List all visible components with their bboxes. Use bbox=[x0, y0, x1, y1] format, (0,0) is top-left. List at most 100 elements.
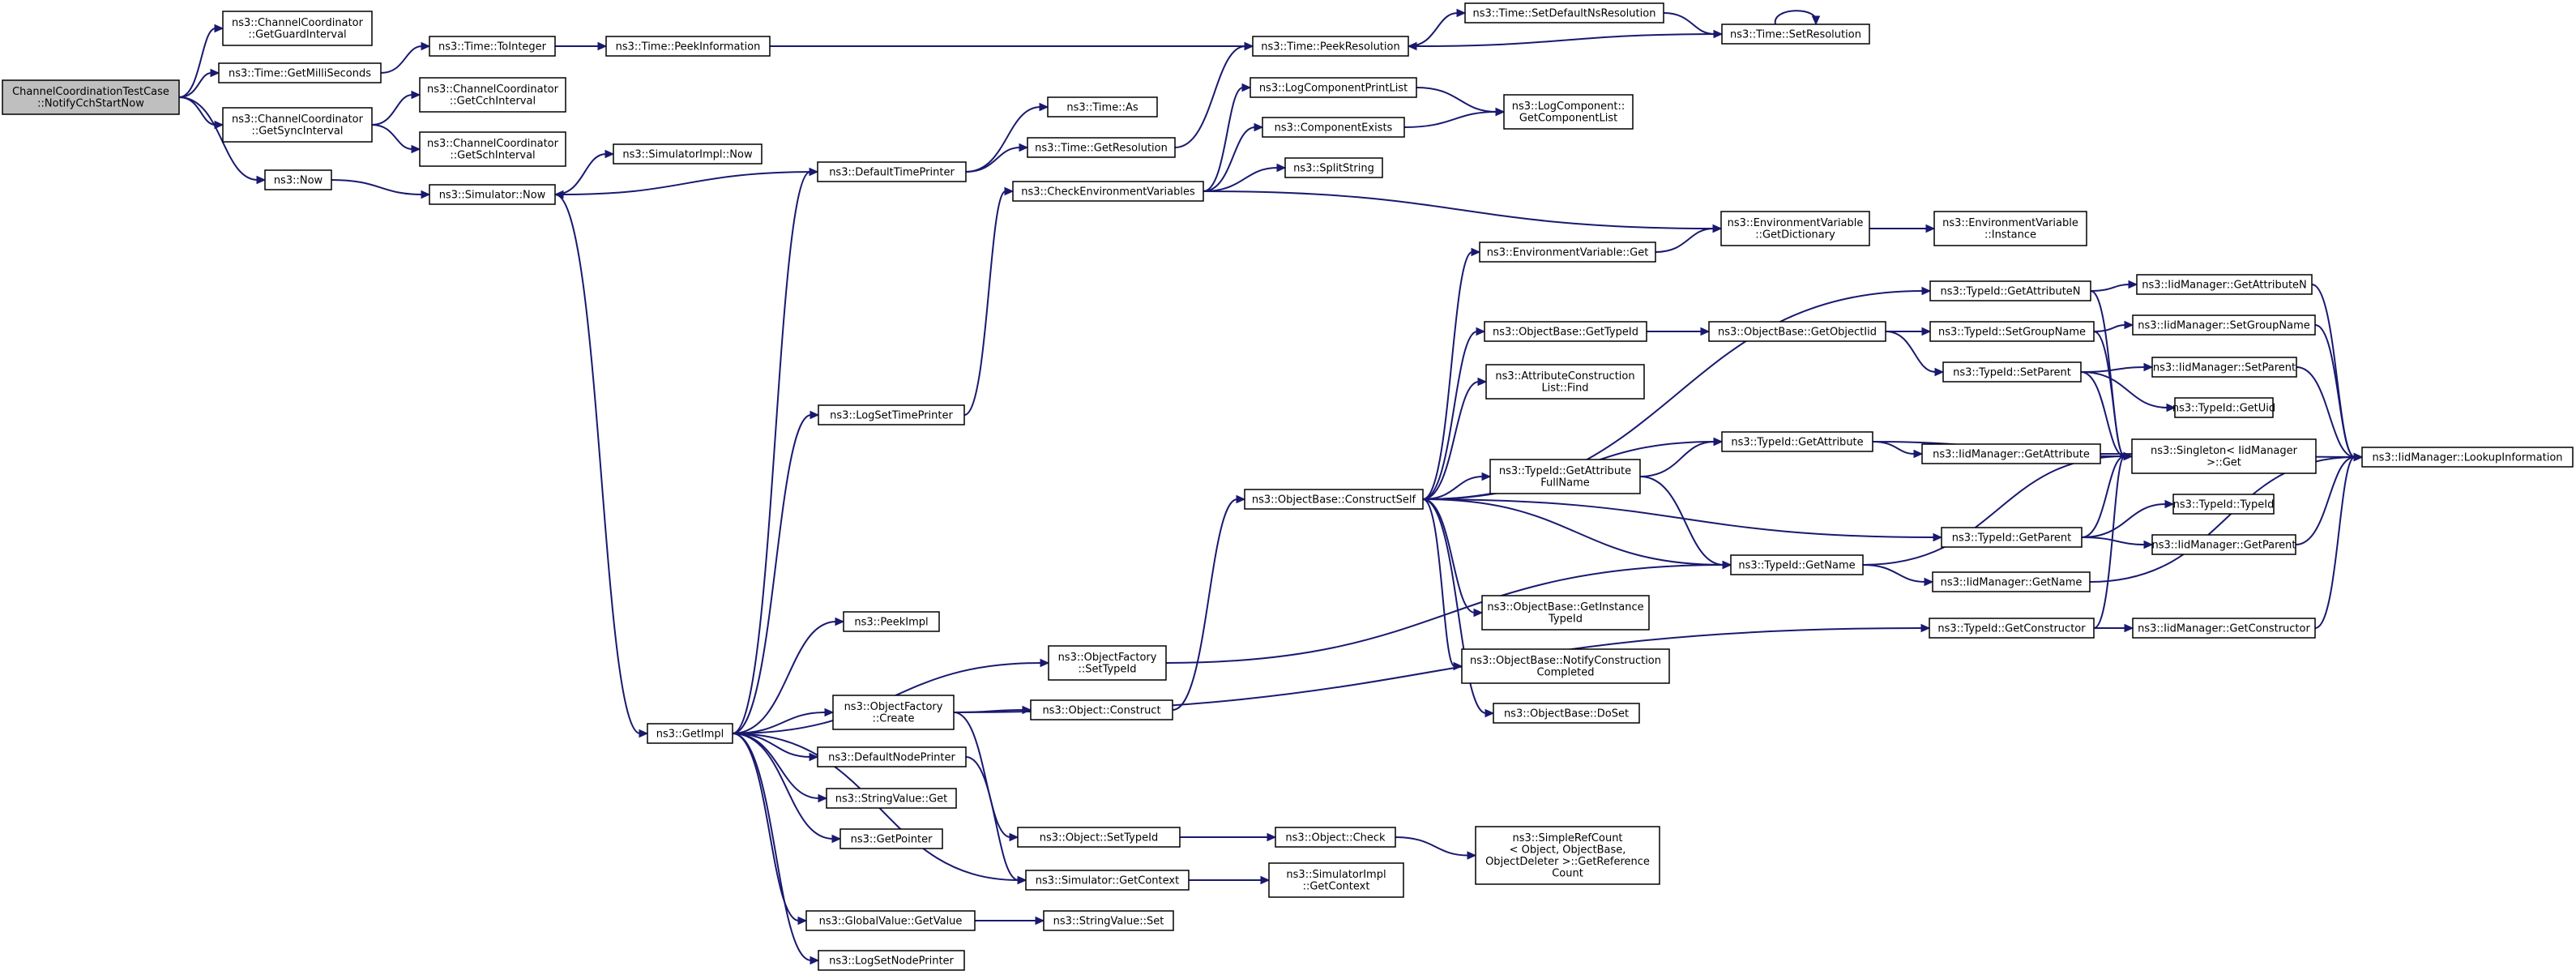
graph-node-tidGetCtor[interactable]: ns3::TypeId::GetConstructor bbox=[1929, 618, 2095, 639]
graph-node-iidSetParent[interactable]: ns3::IidManager::SetParent bbox=[2151, 357, 2297, 378]
graph-node-peekInfo[interactable]: ns3::Time::PeekInformation bbox=[605, 36, 771, 57]
graph-node-objSetTypeId[interactable]: ns3::Object::SetTypeId bbox=[1017, 827, 1181, 848]
graph-node-getSch[interactable]: ns3::ChannelCoordinator::GetSchInterval bbox=[419, 131, 566, 167]
graph-node-tidGetName[interactable]: ns3::TypeId::GetName bbox=[1730, 554, 1864, 575]
edge-line bbox=[2080, 371, 2125, 457]
graph-node-gvGetValue[interactable]: ns3::GlobalValue::GetValue bbox=[805, 910, 976, 931]
graph-node-getCompList[interactable]: ns3::LogComponent::GetComponentList bbox=[1503, 94, 1634, 130]
graph-node-envGet[interactable]: ns3::EnvironmentVariable::Get bbox=[1479, 242, 1656, 263]
graph-node-obConstructSelf[interactable]: ns3::ObjectBase::ConstructSelf bbox=[1244, 489, 1424, 510]
graph-node-logSetTime[interactable]: ns3::LogSetTimePrinter bbox=[818, 404, 965, 425]
graph-node-objConstruct[interactable]: ns3::Object::Construct bbox=[1030, 699, 1173, 720]
graph-node-obGetTypeId[interactable]: ns3::ObjectBase::GetTypeId bbox=[1484, 321, 1647, 342]
graph-node-tidGetAttrN[interactable]: ns3::TypeId::GetAttributeN bbox=[1929, 280, 2091, 301]
graph-node-tidGetAttr[interactable]: ns3::TypeId::GetAttribute bbox=[1721, 431, 1873, 452]
graph-node-ofSetTypeId[interactable]: ns3::ObjectFactory::SetTypeId bbox=[1048, 645, 1167, 681]
edge-arrowhead bbox=[1407, 41, 1417, 51]
graph-node-iidGetAttrN[interactable]: ns3::IidManager::GetAttributeN bbox=[2136, 274, 2313, 295]
edge-line bbox=[1422, 498, 1455, 667]
node-label: ::GetContext bbox=[1303, 881, 1370, 893]
node-label: ns3::TypeId::SetParent bbox=[1953, 366, 2071, 378]
graph-node-getCch[interactable]: ns3::ChannelCoordinator::GetCchInterval bbox=[419, 77, 566, 113]
graph-node-getImpl[interactable]: ns3::GetImpl bbox=[647, 723, 733, 744]
graph-node-defTimePrinter[interactable]: ns3::DefaultTimePrinter bbox=[817, 161, 967, 182]
edge-line bbox=[554, 194, 641, 734]
node-box bbox=[1025, 870, 1190, 891]
graph-node-getRes[interactable]: ns3::Time::GetResolution bbox=[1027, 137, 1176, 158]
graph-node-simpleRef[interactable]: ns3::SimpleRefCount< Object, ObjectBase,… bbox=[1475, 826, 1660, 885]
graph-node-getGuard[interactable]: ns3::ChannelCoordinator::GetGuardInterva… bbox=[222, 11, 373, 46]
graph-node-peekImpl[interactable]: ns3::PeekImpl bbox=[843, 611, 940, 632]
node-label: ns3::TypeId::GetParent bbox=[1952, 532, 2072, 544]
graph-node-objCheck[interactable]: ns3::Object::Check bbox=[1275, 827, 1396, 848]
graph-node-envInstance[interactable]: ns3::EnvironmentVariable::Instance bbox=[1933, 211, 2087, 246]
node-label: ns3::ObjectBase::DoSet bbox=[1504, 708, 1629, 720]
graph-node-tidGetParent[interactable]: ns3::TypeId::GetParent bbox=[1941, 527, 2083, 548]
graph-node-iidGetName[interactable]: ns3::IidManager::GetName bbox=[1932, 571, 2091, 592]
node-label: ns3::Time::GetResolution bbox=[1035, 142, 1168, 154]
graph-node-tidSetParent[interactable]: ns3::TypeId::SetParent bbox=[1942, 361, 2082, 383]
graph-node-simNow[interactable]: ns3::Simulator::Now bbox=[429, 184, 556, 205]
graph-node-splitString[interactable]: ns3::SplitString bbox=[1284, 157, 1383, 178]
graph-node-iidLookup[interactable]: ns3::IidManager::LookupInformation bbox=[2361, 447, 2574, 468]
graph-node-peekRes[interactable]: ns3::Time::PeekResolution bbox=[1252, 36, 1409, 57]
graph-node-checkEnv[interactable]: ns3::CheckEnvironmentVariables bbox=[1012, 181, 1204, 202]
graph-node-defNodePrinter[interactable]: ns3::DefaultNodePrinter bbox=[817, 746, 967, 767]
graph-node-toInteger[interactable]: ns3::Time::ToInteger bbox=[429, 36, 556, 57]
node-label: Completed bbox=[1537, 667, 1595, 679]
edge-tidGetName-to-iidGetName bbox=[1862, 564, 1934, 587]
edge-tidSetGroup-to-iidSetGroup bbox=[2093, 320, 2134, 332]
edge-obConstructSelf-to-obDoSet bbox=[1422, 498, 1495, 718]
node-label: ns3::TypeId::SetGroupName bbox=[1938, 326, 2086, 338]
node-box bbox=[1932, 571, 2091, 592]
graph-node-now[interactable]: ns3::Now bbox=[264, 169, 332, 190]
edge-obGetTypeId-to-obGetObjectIid bbox=[1647, 327, 1711, 336]
edge-arrowhead bbox=[2166, 403, 2177, 413]
graph-node-tidSetGroup[interactable]: ns3::TypeId::SetGroupName bbox=[1929, 321, 2095, 342]
edge-checkEnv-to-envGetDict bbox=[1203, 190, 1723, 233]
graph-node-obGetObjectIid[interactable]: ns3::ObjectBase::GetObjectIid bbox=[1708, 321, 1886, 342]
edge-line bbox=[2093, 331, 2125, 457]
graph-node-iidGetParent[interactable]: ns3::IidManager::GetParent bbox=[2151, 534, 2296, 555]
graph-node-obDoSet[interactable]: ns3::ObjectBase::DoSet bbox=[1493, 703, 1640, 724]
node-label: ns3::ChannelCoordinator bbox=[427, 83, 559, 96]
node-box bbox=[1721, 431, 1873, 452]
graph-node-setDefNs[interactable]: ns3::Time::SetDefaultNsResolution bbox=[1464, 2, 1664, 24]
graph-node-simGetContext[interactable]: ns3::Simulator::GetContext bbox=[1025, 870, 1190, 891]
edge-arrowhead bbox=[1453, 661, 1463, 671]
graph-node-singletonGet[interactable]: ns3::Singleton< IidManager >::Get bbox=[2131, 438, 2317, 474]
graph-node-tidTypeId[interactable]: ns3::TypeId::TypeId bbox=[2172, 494, 2275, 515]
graph-node-obNotifyConst[interactable]: ns3::ObjectBase::NotifyConstructionCompl… bbox=[1461, 648, 1670, 684]
graph-node-iidGetCtor[interactable]: ns3::IidManager::GetConstructor bbox=[2132, 618, 2316, 639]
graph-node-logSetNode[interactable]: ns3::LogSetNodePrinter bbox=[818, 950, 965, 971]
graph-node-ofCreate[interactable]: ns3::ObjectFactory::Create bbox=[832, 695, 955, 730]
graph-node-envGetDict[interactable]: ns3::EnvironmentVariable::GetDictionary bbox=[1720, 211, 1870, 246]
graph-node-getMilli[interactable]: ns3::Time::GetMilliSeconds bbox=[218, 62, 382, 83]
edge-defTimePrinter-to-simNow bbox=[553, 171, 818, 199]
graph-node-tidGetUid[interactable]: ns3::TypeId::GetUid bbox=[2172, 397, 2275, 418]
graph-node-getPointer[interactable]: ns3::GetPointer bbox=[839, 828, 943, 849]
node-label: ns3::EnvironmentVariable bbox=[1942, 217, 2078, 229]
edge-line bbox=[1872, 441, 1916, 455]
graph-node-timeAs[interactable]: ns3::Time::As bbox=[1047, 96, 1158, 118]
graph-node-simImplNow[interactable]: ns3::SimulatorImpl::Now bbox=[613, 143, 763, 165]
edge-tidGetAttr-to-iidGetAttribute bbox=[1872, 441, 1924, 459]
node-label: ns3::IidManager::GetConstructor bbox=[2138, 622, 2310, 635]
node-box bbox=[839, 828, 943, 849]
graph-node-root[interactable]: ChannelCoordinationTestCase::NotifyCchSt… bbox=[2, 79, 180, 115]
graph-node-simImplGetCtx[interactable]: ns3::SimulatorImpl::GetContext bbox=[1268, 862, 1404, 898]
graph-node-compExists[interactable]: ns3::ComponentExists bbox=[1262, 117, 1405, 138]
graph-node-iidGetAttribute[interactable]: ns3::IidManager::GetAttribute bbox=[1921, 443, 2101, 464]
edge-tidGetCtor-to-iidGetCtor bbox=[2094, 623, 2134, 633]
graph-node-setRes[interactable]: ns3::Time::SetResolution bbox=[1721, 24, 1870, 45]
graph-node-svSet[interactable]: ns3::StringValue::Set bbox=[1043, 910, 1174, 931]
graph-node-logCompPrint[interactable]: ns3::LogComponentPrintList bbox=[1250, 77, 1417, 98]
graph-node-svGet[interactable]: ns3::StringValue::Get bbox=[826, 788, 957, 809]
graph-node-getSync[interactable]: ns3::ChannelCoordinator::GetSyncInterval bbox=[222, 107, 373, 143]
edge-tidGetCtor-to-singletonGet bbox=[2093, 451, 2134, 629]
graph-node-iidSetGroup[interactable]: ns3::IidManager::SetGroupName bbox=[2132, 314, 2316, 336]
